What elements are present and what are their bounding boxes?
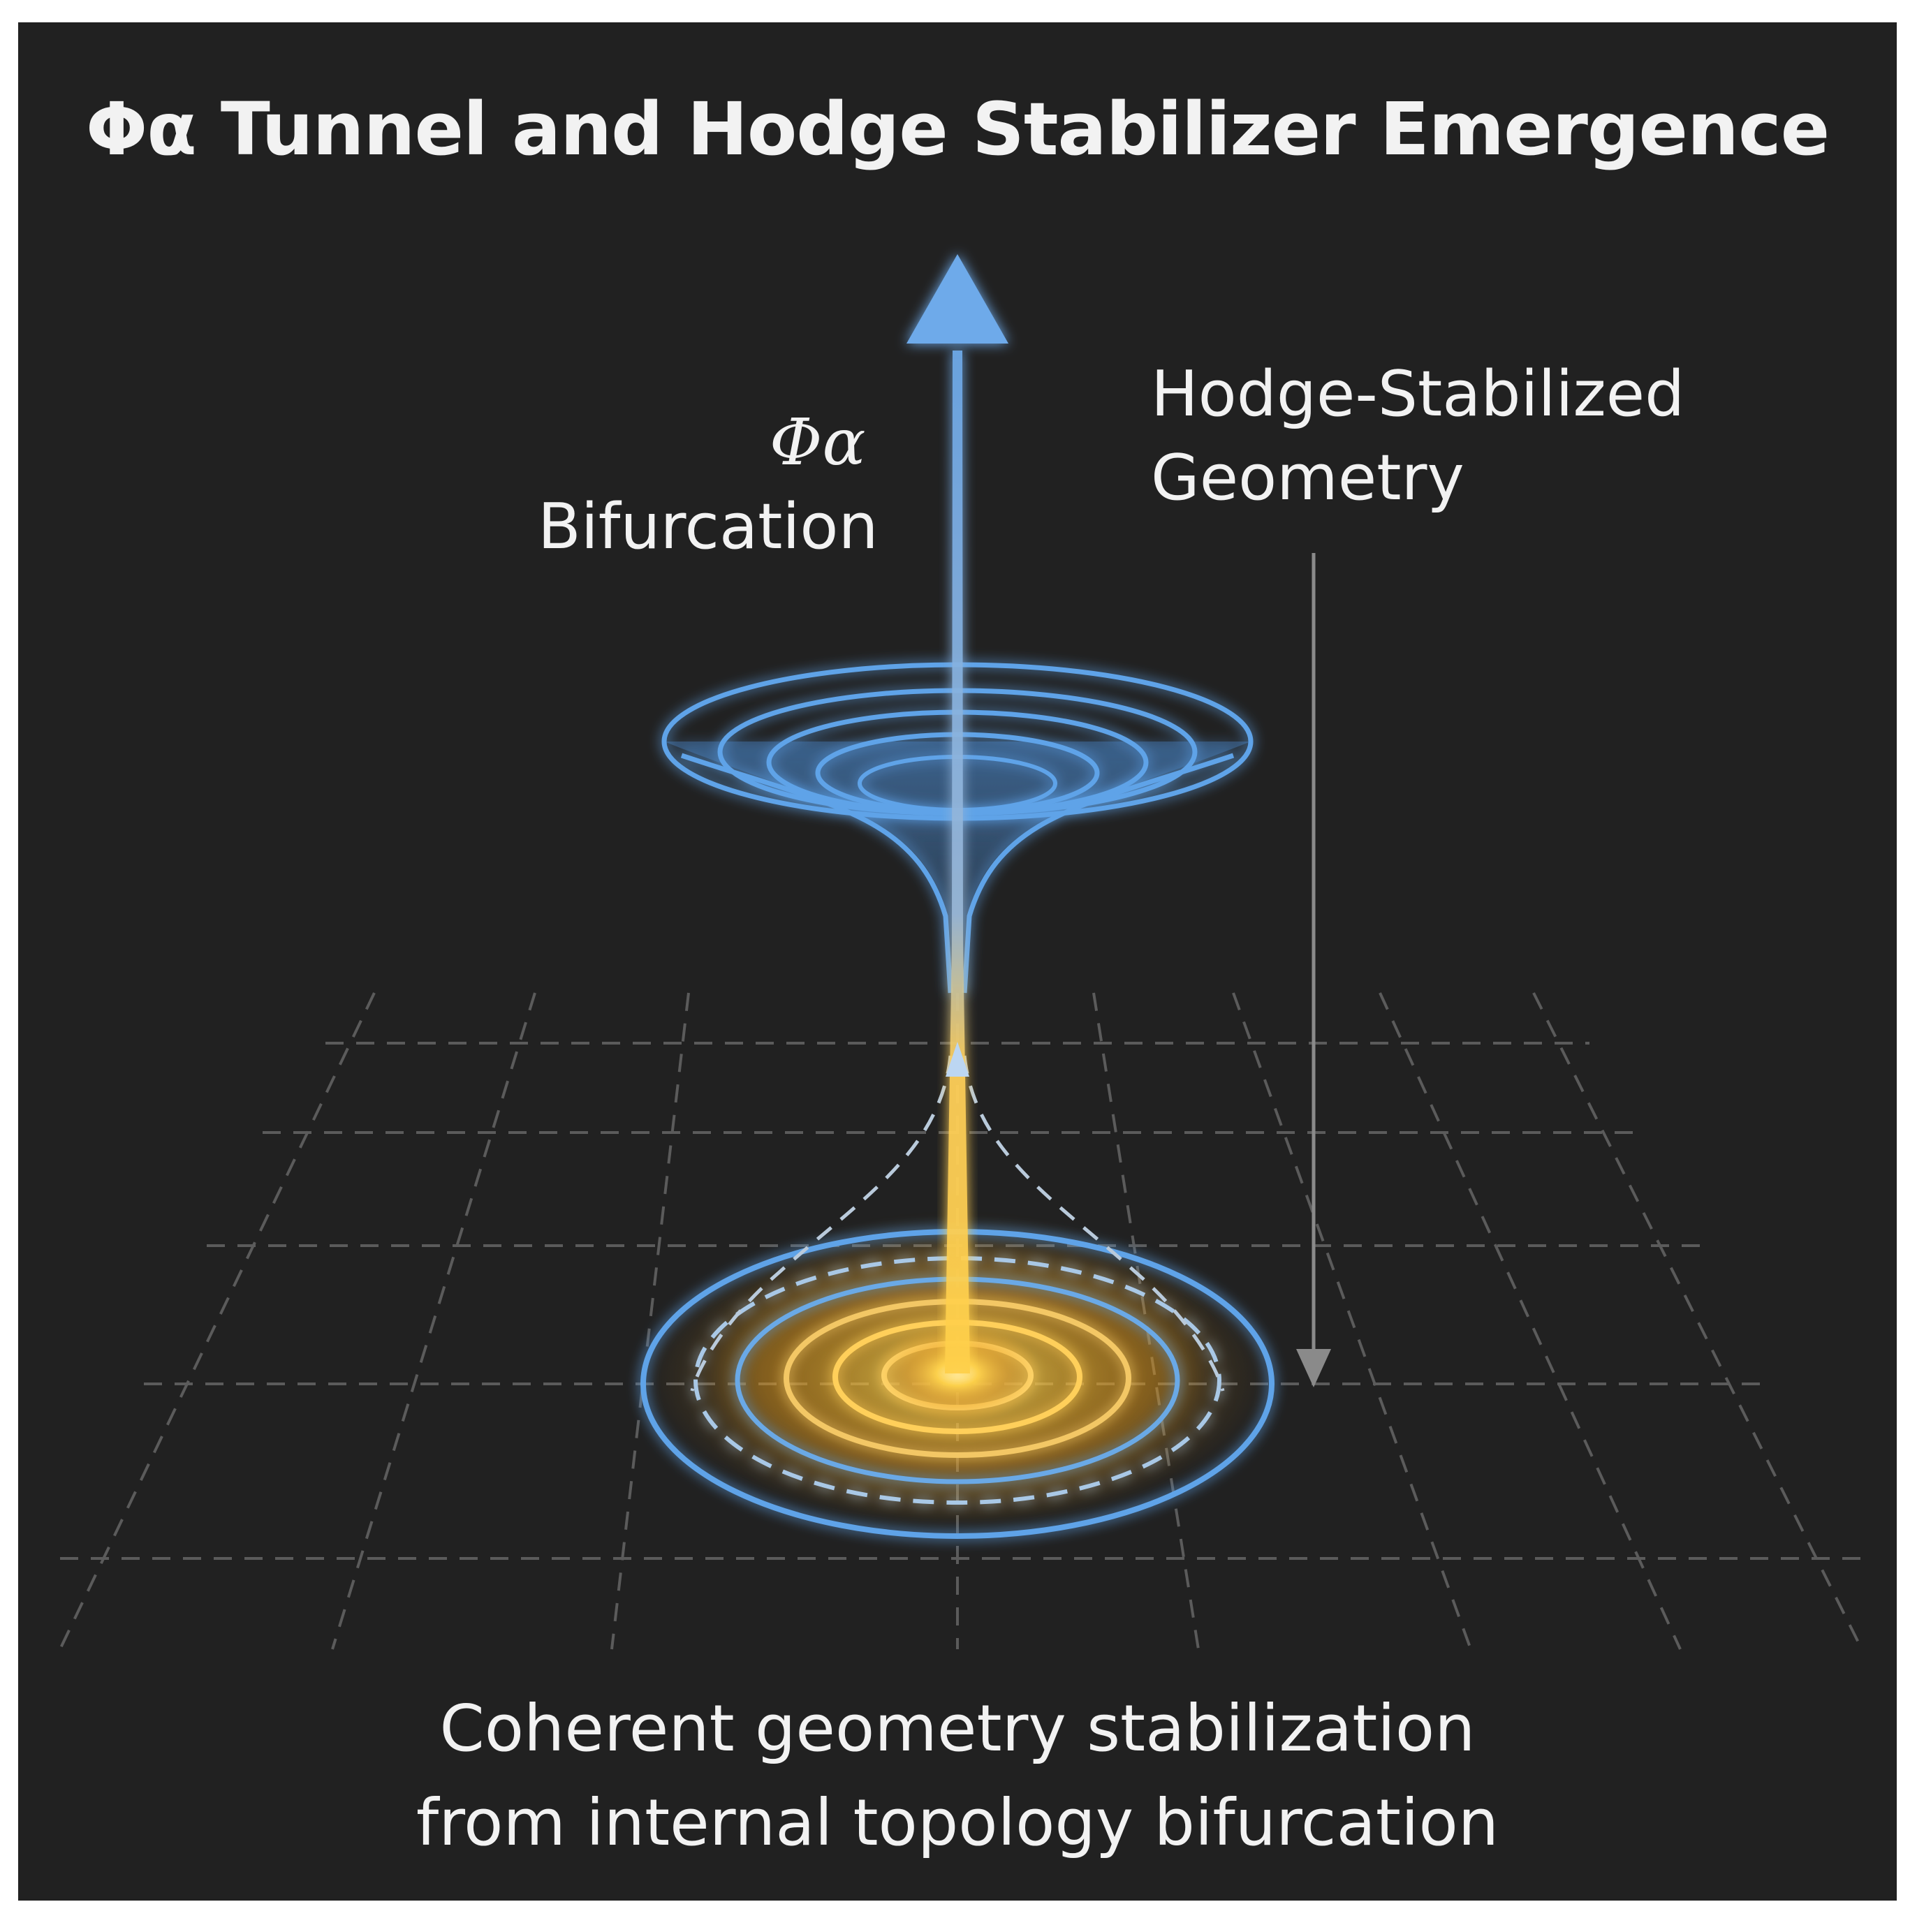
dashed-connectors <box>690 1055 1225 1392</box>
grid-column <box>1532 992 1863 1650</box>
grid-column <box>1379 992 1682 1650</box>
beam-inner-arrowhead <box>946 1042 969 1077</box>
diagram-title: Φα Tunnel and Hodge Stabilizer Emergence <box>85 87 1830 172</box>
caption-line2: from internal topology bifurcation <box>416 1785 1499 1860</box>
grid-column <box>59 992 376 1650</box>
dashed-ring <box>693 1256 1221 1505</box>
grid-column <box>1232 992 1472 1650</box>
down-arrow <box>1296 553 1331 1387</box>
grid-column <box>331 992 536 1650</box>
down-arrowhead <box>1296 1349 1331 1387</box>
grid-column <box>1092 992 1200 1650</box>
hodge-label-line1: Hodge-Stabilized <box>1151 357 1685 431</box>
grid-column <box>610 992 690 1650</box>
phi-alpha-symbol: Φα <box>770 405 866 480</box>
diagram-canvas <box>59 254 1863 1650</box>
up-arrowhead <box>906 254 1008 344</box>
caption-line1: Coherent geometry stabilization <box>439 1691 1476 1766</box>
diagram-frame: Φα Tunnel and Hodge Stabilizer Emergence… <box>18 22 1897 1901</box>
hodge-label-line2: Geometry <box>1151 441 1464 515</box>
central-beam <box>906 254 1008 1373</box>
bifurcation-label: Bifurcation <box>538 490 879 563</box>
